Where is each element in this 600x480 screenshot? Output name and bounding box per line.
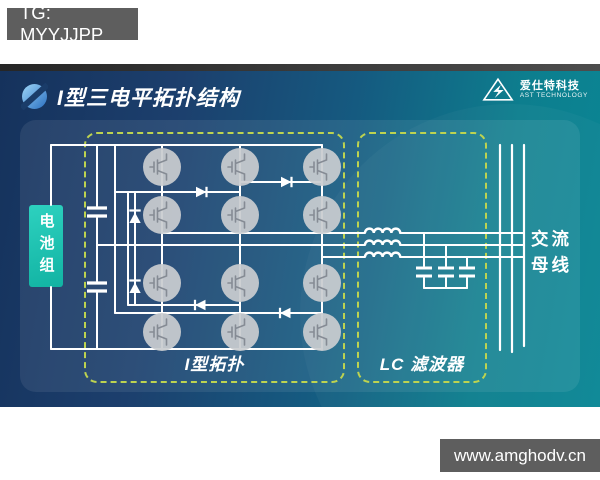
filter-capacitor-icon <box>416 266 475 278</box>
diode-icon <box>129 209 141 223</box>
inductor-icon <box>363 227 402 258</box>
brand-subtitle: AST TECHNOLOGY <box>519 91 588 99</box>
brand-name: 爱仕特科技 <box>519 79 580 92</box>
battery-pack: 电池组 <box>29 205 63 287</box>
swoosh-logo-icon <box>21 83 48 110</box>
filter-section-label: LC 滤波器 <box>379 355 465 374</box>
poster-top-strip <box>0 64 600 71</box>
poster-title: I型三电平拓扑结构 <box>57 87 240 110</box>
igbt-transistor-icon <box>143 196 181 234</box>
dc-capacitor-icon <box>87 206 107 293</box>
transistor-array <box>143 148 341 351</box>
igbt-transistor-icon <box>303 148 341 186</box>
battery-label: 电池组 <box>37 213 55 279</box>
ac-bus-label-line1: 交流 <box>531 229 572 249</box>
ac-bus-label: 交流 母线 <box>531 226 572 278</box>
diode-icon <box>196 186 208 198</box>
igbt-transistor-icon <box>303 313 341 351</box>
topology-section-label: I型拓扑 <box>184 355 245 374</box>
igbt-transistor-icon <box>303 264 341 302</box>
circuit-diagram <box>50 143 526 354</box>
brand-logo: 爱仕特科技 AST TECHNOLOGY <box>482 77 588 102</box>
igbt-transistor-icon <box>221 148 259 186</box>
poster: I型三电平拓扑结构 爱仕特科技 AST TECHNOLOGY I型拓扑 LC 滤… <box>0 64 600 407</box>
igbt-transistor-icon <box>221 264 259 302</box>
diode-icon <box>281 176 293 188</box>
watermark-tag-box: TG: MYYJJPP <box>7 2 138 45</box>
ac-bus-lines <box>498 143 526 354</box>
diode-icon <box>129 279 141 293</box>
igbt-transistor-icon <box>143 148 181 186</box>
igbt-transistor-icon <box>143 313 181 351</box>
diode-icon <box>193 299 206 311</box>
website-watermark-text: www.amghodv.cn <box>454 445 586 465</box>
circuit-wires <box>50 144 525 350</box>
diode-icon <box>278 307 291 319</box>
watermark-tag-text: TG: MYYJJPP <box>20 2 104 45</box>
igbt-transistor-icon <box>221 313 259 351</box>
diode-icons <box>129 176 293 319</box>
igbt-transistor-icon <box>143 264 181 302</box>
igbt-transistor-icon <box>303 196 341 234</box>
ast-triangle-icon <box>482 77 514 101</box>
ac-bus-label-line2: 母线 <box>531 255 572 275</box>
igbt-transistor-icon <box>221 196 259 234</box>
website-watermark-box: www.amghodv.cn <box>440 439 600 472</box>
